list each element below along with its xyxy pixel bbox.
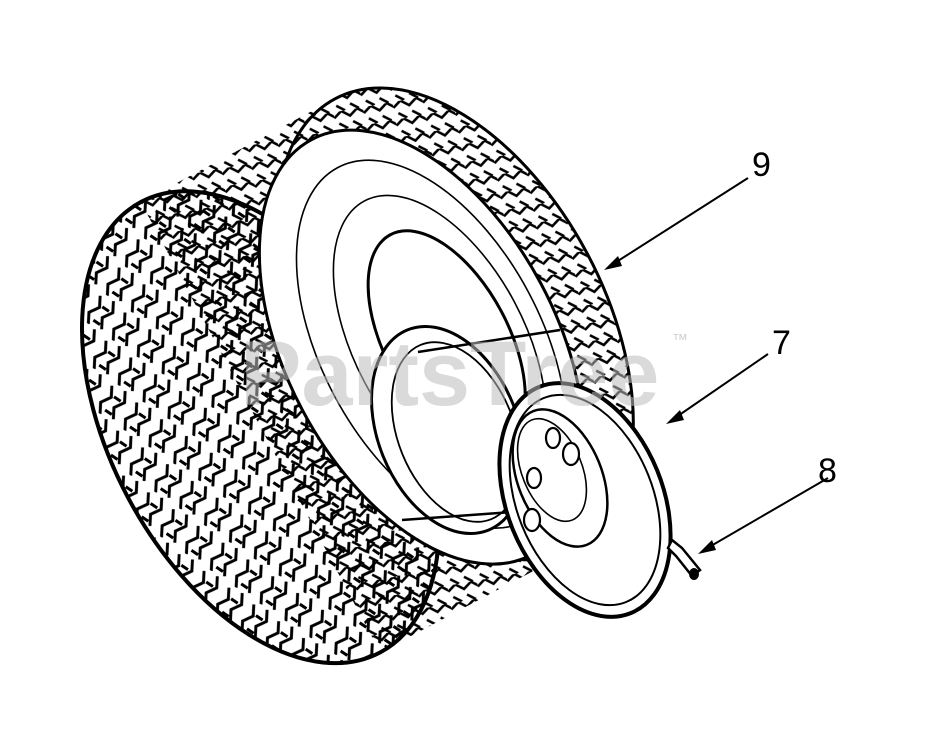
arrowhead-icon — [698, 540, 716, 554]
lug-hole — [544, 426, 562, 450]
leader-line-8 — [703, 477, 829, 551]
watermark-text: PartsTree — [240, 323, 659, 425]
arrowhead-icon — [604, 256, 622, 270]
callout-number[interactable]: 9 — [752, 146, 771, 184]
lug-hole — [522, 507, 542, 533]
valve-stem — [666, 538, 702, 580]
callout-number[interactable]: 7 — [772, 324, 791, 362]
arrowhead-icon — [666, 410, 684, 424]
lug-hole — [561, 441, 581, 467]
watermark-trademark: ™ — [672, 332, 688, 349]
leader-line-9 — [609, 177, 749, 267]
rim — [497, 381, 673, 619]
watermark: PartsTree ™ — [240, 323, 688, 425]
callout-number[interactable]: 8 — [818, 452, 837, 490]
leader-lines — [604, 177, 829, 554]
leader-line-7 — [671, 353, 769, 421]
lug-hole — [525, 466, 543, 490]
